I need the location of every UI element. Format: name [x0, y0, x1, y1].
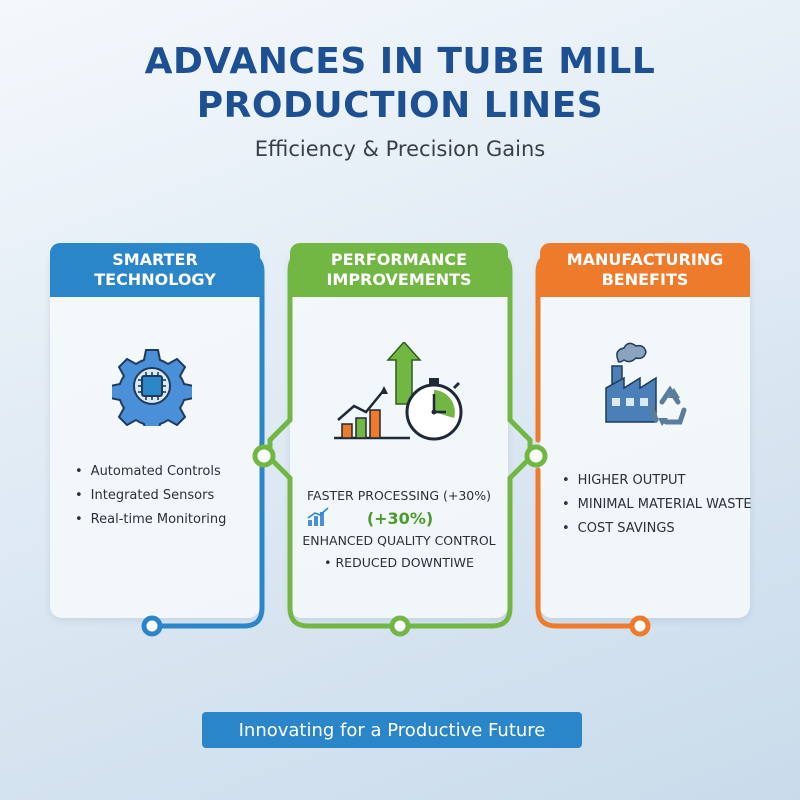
quality-control-text: ENHANCED QUALITY CONTROL — [302, 533, 496, 548]
panel-manufacturing-benefits — [540, 250, 750, 618]
node-orange-bottom — [629, 615, 651, 637]
node-green-bottom — [389, 615, 411, 637]
technology-list: Automated Controls Integrated Sensors Re… — [75, 460, 227, 532]
chart-stopwatch-icon — [334, 342, 463, 441]
benefits-list: HIGHER OUTPUT MINIMAL MATERIAL WASTE COS… — [562, 469, 752, 541]
factory-recycle-icon — [605, 342, 687, 426]
list-item: Automated Controls — [75, 460, 226, 484]
list-item: Real-time Monitoring — [75, 508, 227, 532]
footer-tagline: Innovating for a Productive Future — [202, 712, 582, 748]
panel-smarter-technology — [50, 250, 260, 618]
page-title: ADVANCES IN TUBE MILL PRODUCTION LINES — [0, 40, 800, 128]
list-item: HIGHER OUTPUT — [562, 469, 752, 493]
page-subtitle: Efficiency & Precision Gains — [254, 137, 546, 161]
title-line-1: ADVANCES IN TUBE MILL — [144, 41, 656, 82]
node-blue-bottom — [141, 615, 163, 637]
faster-processing-text: FASTER PROCESSING (+30%) — [307, 488, 491, 503]
gear-chip-icon — [112, 349, 192, 426]
list-item: MINIMAL MATERIAL WASTE — [562, 493, 752, 517]
title-line-2: PRODUCTION LINES — [196, 85, 604, 126]
performance-gain-badge: (+30%) — [366, 509, 434, 528]
mini-chart-icon — [307, 507, 329, 526]
reduced-downtime-text: • REDUCED DOWNTIWE — [324, 555, 474, 570]
list-item: COST SAVINGS — [562, 517, 752, 541]
list-item: Integrated Sensors — [75, 484, 226, 508]
